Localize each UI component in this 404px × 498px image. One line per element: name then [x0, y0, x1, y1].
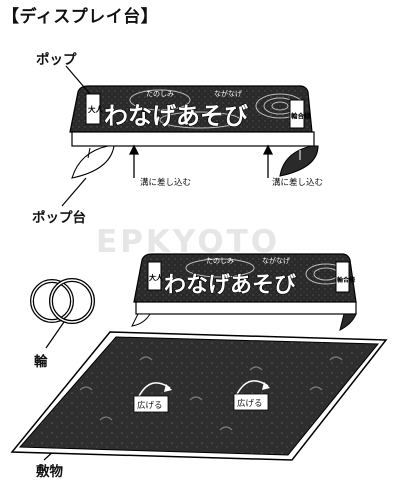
page-title: 【ディスプレイ台】 — [2, 7, 159, 27]
spread-icon-right — [233, 380, 270, 411]
note-insert-right: 溝に差し込む — [272, 178, 324, 188]
banner-assembled-title: わなげあそび — [164, 273, 296, 298]
note-spread-right: 広げる — [237, 399, 263, 409]
banner-title: わなげあそび — [104, 102, 248, 130]
label-ring: 輪 — [34, 354, 48, 370]
banner-badge-left: 大人 — [88, 104, 103, 114]
banner-assembled-furigana-1: たのしみ — [206, 257, 234, 265]
pop-banner-base — [71, 131, 315, 147]
badge-left-bg — [85, 93, 101, 125]
badge-right-bg — [289, 99, 305, 129]
label-pop: ポップ — [36, 52, 77, 68]
pop-banner-assembled — [131, 253, 357, 331]
label-mat: 敷物 — [36, 464, 63, 480]
rings-illustration — [30, 278, 95, 324]
label-pop-stand: ポップ台 — [32, 210, 86, 226]
note-spread-left: 広げる — [137, 401, 163, 411]
mat-illustration — [10, 331, 388, 461]
banner-assembled-badge-left: 大人 — [149, 273, 164, 282]
pop-stand-right — [279, 145, 319, 177]
pop-banner-top — [69, 85, 315, 147]
ring-leader-line — [45, 321, 65, 349]
spread-icon-left — [133, 382, 172, 413]
insert-arrow-left — [128, 144, 140, 178]
banner-assembled-furigana-2: ながなげ — [262, 256, 290, 265]
pop-stand-left — [71, 145, 115, 179]
insert-arrow-right — [262, 144, 274, 178]
banner-badge-right: 輪合様 — [291, 111, 311, 120]
banner-furigana-1: たのしみ — [146, 90, 174, 98]
pop-stand-leader-line — [61, 177, 87, 207]
banner-furigana-2: ながなげ — [214, 89, 242, 98]
pop-leader-line — [65, 65, 91, 95]
note-insert-left: 溝に差し込む — [140, 178, 192, 188]
banner-assembled-badge-right: 輪合様 — [337, 276, 356, 284]
